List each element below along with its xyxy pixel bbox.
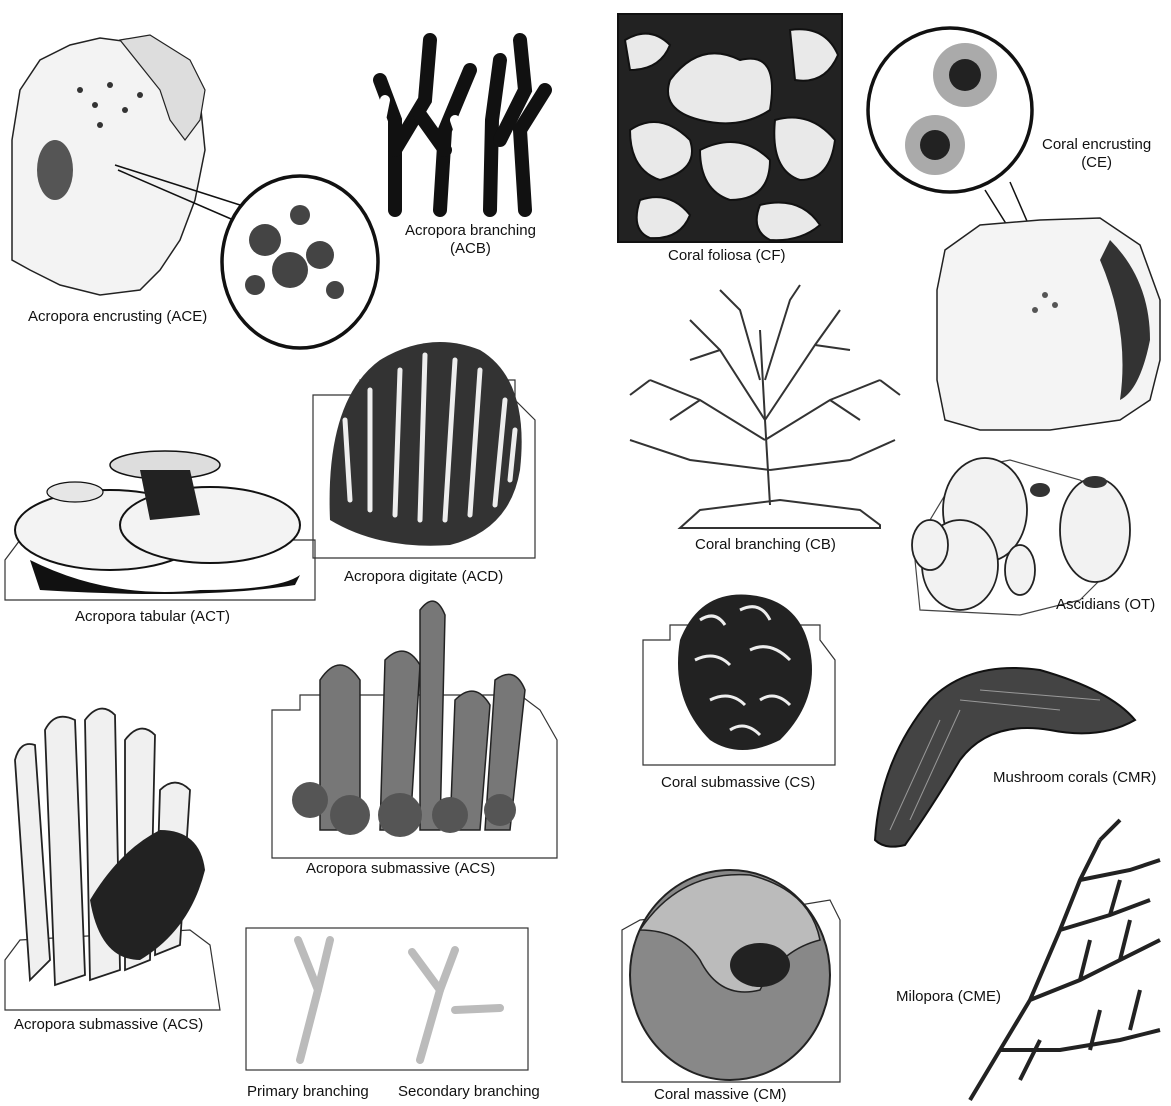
coral-submassive-illustration xyxy=(643,595,835,765)
label-primary-branching: Primary branching xyxy=(247,1083,369,1101)
label-acropora-branching: Acropora branching (ACB) xyxy=(405,222,536,258)
coral-foliosa-illustration xyxy=(618,14,842,242)
label-coral-encrusting-line1: Coral encrusting xyxy=(1042,136,1151,154)
label-acropora-submassive-lower: Acropora submassive (ACS) xyxy=(14,1016,203,1034)
label-acropora-submassive-upper: Acropora submassive (ACS) xyxy=(306,860,495,878)
label-milopora: Milopora (CME) xyxy=(896,988,1001,1006)
milopora-illustration xyxy=(970,820,1160,1100)
label-acropora-branching-line2: (ACB) xyxy=(405,240,536,258)
label-acropora-tabular: Acropora tabular (ACT) xyxy=(75,608,230,626)
label-coral-submassive: Coral submassive (CS) xyxy=(661,774,815,792)
acropora-submassive-lower-illustration xyxy=(5,709,220,1010)
label-ascidians: Ascidians (OT) xyxy=(1056,596,1155,614)
branching-types-diagram xyxy=(246,928,528,1070)
coral-massive-illustration xyxy=(622,870,840,1082)
label-acropora-branching-line1: Acropora branching xyxy=(405,222,536,240)
label-secondary-branching: Secondary branching xyxy=(398,1083,540,1101)
label-acropora-encrusting: Acropora encrusting (ACE) xyxy=(28,308,207,326)
acropora-encrusting-illustration xyxy=(12,35,378,348)
label-coral-encrusting: Coral encrusting (CE) xyxy=(1042,136,1151,172)
label-acropora-digitate: Acropora digitate (ACD) xyxy=(344,568,503,586)
label-mushroom-corals: Mushroom corals (CMR) xyxy=(993,769,1156,787)
acropora-branching-illustration xyxy=(375,40,545,210)
mushroom-corals-illustration xyxy=(875,668,1135,847)
acropora-submassive-upper-illustration xyxy=(272,601,557,858)
label-coral-encrusting-line2: (CE) xyxy=(1042,154,1151,172)
coral-encrusting-illustration xyxy=(868,28,1160,430)
label-coral-foliosa: Coral foliosa (CF) xyxy=(668,247,786,265)
coral-branching-illustration xyxy=(630,285,900,528)
acropora-tabular-illustration xyxy=(5,451,315,600)
label-coral-massive: Coral massive (CM) xyxy=(654,1086,787,1104)
acropora-digitate-illustration xyxy=(313,342,535,558)
label-coral-branching: Coral branching (CB) xyxy=(695,536,836,554)
ascidians-illustration xyxy=(912,458,1130,615)
